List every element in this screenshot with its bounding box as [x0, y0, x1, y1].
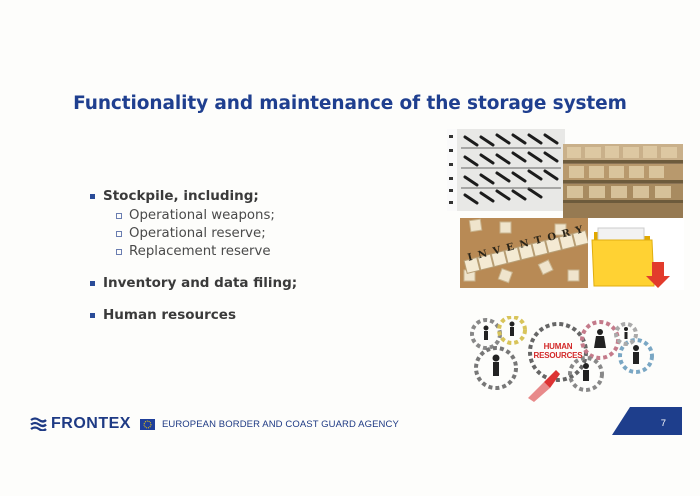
- inventory-tiles-image: INVENTORY: [460, 218, 588, 288]
- hollow-square-icon: [116, 231, 122, 237]
- bullet-square-icon: [90, 281, 95, 286]
- bullet-square-icon: [90, 313, 95, 318]
- human-resources-text: HUMAN RESOURCES: [532, 342, 584, 360]
- warehouse-shelves-image: [563, 144, 683, 218]
- frontex-logo-text: FRONTEX: [51, 415, 131, 432]
- agency-name: EUROPEAN BORDER AND COAST GUARD AGENCY: [161, 418, 399, 430]
- page-number: 7: [660, 418, 666, 429]
- frontex-wave-icon: [30, 417, 47, 431]
- page-number-tab: 7: [612, 407, 682, 435]
- weapon-rack-image: [447, 129, 565, 211]
- hollow-square-icon: [116, 249, 122, 255]
- bullet-list: Stockpile, including; Operational weapon…: [90, 188, 297, 323]
- folder-icon: [591, 227, 670, 288]
- bullet-item: Inventory and data filing;: [90, 275, 297, 291]
- folder-download-image: [588, 218, 684, 290]
- human-resources-line: RESOURCES: [533, 351, 583, 360]
- bullet-label: Stockpile, including;: [103, 188, 259, 204]
- sub-bullet-item: Replacement reserve: [116, 243, 275, 261]
- slide-title: Functionality and maintenance of the sto…: [73, 93, 627, 114]
- sub-bullet-item: Operational reserve;: [116, 225, 275, 243]
- bullet-label: Human resources: [103, 307, 236, 323]
- sub-bullet-item: Operational weapons;: [116, 207, 275, 225]
- bullet-item: Human resources: [90, 307, 297, 323]
- bullet-item: Stockpile, including; Operational weapon…: [90, 188, 297, 261]
- sub-bullet-label: Operational weapons;: [129, 208, 275, 223]
- sub-bullet-label: Operational reserve;: [129, 226, 266, 241]
- human-resources-image: HUMAN RESOURCES: [468, 316, 658, 406]
- hollow-square-icon: [116, 213, 122, 219]
- sub-bullet-label: Replacement reserve: [129, 244, 271, 259]
- eu-flag-icon: [139, 418, 155, 430]
- bullet-label: Inventory and data filing;: [103, 275, 298, 291]
- sub-bullet-list: Operational weapons; Operational reserve…: [116, 207, 275, 261]
- bullet-square-icon: [90, 194, 95, 199]
- footer-branding: FRONTEX EUROPEAN BORDER AND COAST GUARD …: [30, 415, 399, 433]
- human-resources-line: HUMAN: [543, 342, 573, 351]
